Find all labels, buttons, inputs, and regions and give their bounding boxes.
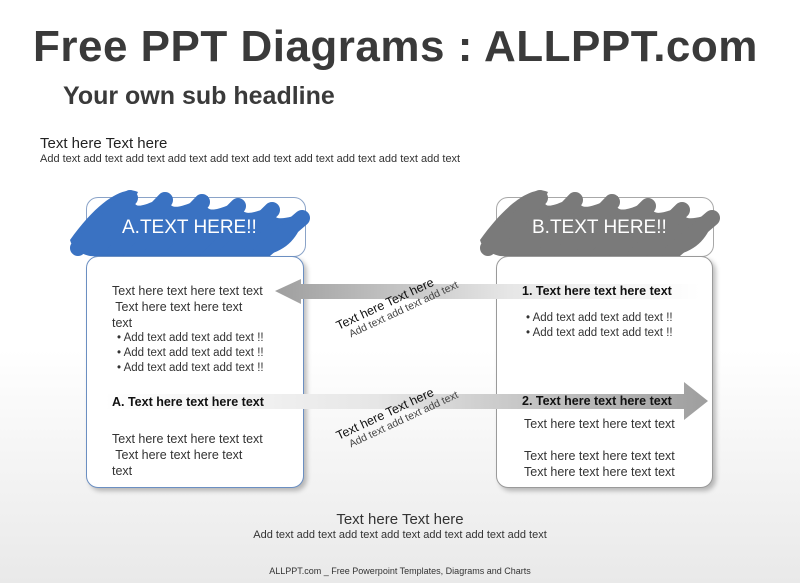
closing-heading: Text here Text here — [336, 511, 464, 528]
panel-a-bullet: • Add text add text add text !! — [117, 362, 264, 374]
panel-a-para1-line3: text — [112, 316, 133, 330]
panel-a — [86, 256, 304, 488]
panel-a-bullet: • Add text add text add text !! — [117, 332, 264, 344]
panel-a-para2-line1: Text here text here text text — [112, 432, 263, 446]
arrow-left — [275, 279, 700, 304]
page-subtitle: Your own sub headline — [63, 82, 335, 110]
panel-b-label-1: 1. Text here text here text — [522, 284, 672, 298]
panel-b-heading: B.TEXT HERE!! — [532, 217, 667, 238]
closing-body: Add text add text add text add text add … — [253, 529, 547, 541]
footer-credit: ALLPPT.com _ Free Powerpoint Templates, … — [269, 566, 531, 576]
panel-b-bullet: • Add text add text add text !! — [526, 327, 673, 339]
intro-body: Add text add text add text add text add … — [40, 153, 461, 165]
panel-a-brush-scribble — [70, 190, 310, 264]
panel-a-para2-line3: text — [112, 464, 133, 478]
panel-a-bullet: • Add text add text add text !! — [117, 347, 264, 359]
panel-b-bullet: • Add text add text add text !! — [526, 312, 673, 324]
panel-b-line3: Text here text here text text — [524, 465, 675, 479]
page-title: Free PPT Diagrams : ALLPPT.com — [33, 22, 758, 71]
intro-heading: Text here Text here — [40, 135, 168, 152]
panel-b-line1: Text here text here text text — [524, 417, 675, 431]
panel-b-brush-scribble — [480, 190, 720, 264]
panel-a-bold-label: A. Text here text here text — [112, 395, 264, 409]
arrow-right — [104, 382, 708, 420]
panel-b-line2: Text here text here text text — [524, 449, 675, 463]
panel-a-para1-line1: Text here text here text text — [112, 284, 263, 298]
panel-a-heading: A.TEXT HERE!! — [122, 217, 257, 238]
panel-b-label-2: 2. Text here text here text — [522, 394, 672, 408]
panel-a-para2-line2: Text here text here text — [112, 448, 243, 462]
panel-a-para1-line2: Text here text here text — [112, 300, 243, 314]
